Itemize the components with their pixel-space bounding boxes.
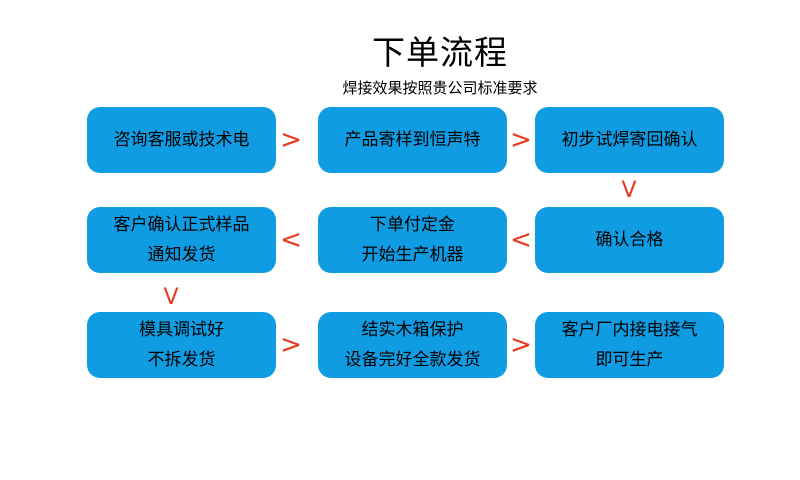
page-title: 下单流程 — [372, 33, 508, 72]
node-confirm-sample[interactable]: 客户确认正式样品 通知发货 — [87, 207, 276, 273]
arrow-left-icon-r2-2: < — [510, 225, 532, 255]
node-mold-ready-line-2: 不拆发货 — [147, 350, 216, 370]
node-consult-line-1: 咨询客服或技术电 — [113, 130, 250, 150]
arrow-down-icon-col3: V — [621, 178, 637, 203]
arrow-right-icon-r1-2: > — [510, 125, 532, 155]
node-qualified-line-1: 确认合格 — [595, 230, 664, 250]
arrow-right-icon-r3-2: > — [510, 330, 532, 360]
node-consult[interactable]: 咨询客服或技术电 — [87, 107, 276, 173]
arrow-right-icon-r1-1: > — [280, 125, 302, 155]
node-trial-weld[interactable]: 初步试焊寄回确认 — [535, 107, 724, 173]
node-wooden-case[interactable]: 结实木箱保护 设备完好全款发货 — [318, 312, 507, 378]
node-deposit-line-2: 开始生产机器 — [361, 245, 464, 265]
node-send-sample[interactable]: 产品寄样到恒声特 — [318, 107, 507, 173]
node-onsite-setup-line-1: 客户厂内接电接气 — [561, 320, 698, 340]
node-wooden-case-line-2: 设备完好全款发货 — [344, 350, 481, 370]
arrow-left-icon-r2-1: < — [280, 225, 302, 255]
node-send-sample-line-1: 产品寄样到恒声特 — [344, 130, 481, 150]
arrow-right-icon-r3-1: > — [280, 330, 302, 360]
node-qualified[interactable]: 确认合格 — [535, 207, 724, 273]
page-subtitle: 焊接效果按照贵公司标准要求 — [342, 79, 538, 97]
node-deposit[interactable]: 下单付定金 开始生产机器 — [318, 207, 507, 273]
node-deposit-line-1: 下单付定金 — [370, 215, 455, 235]
node-wooden-case-line-1: 结实木箱保护 — [361, 320, 464, 340]
node-confirm-sample-line-1: 客户确认正式样品 — [113, 215, 250, 235]
node-mold-ready-line-1: 模具调试好 — [139, 320, 224, 340]
node-onsite-setup-line-2: 即可生产 — [595, 350, 664, 370]
arrow-down-icon-col1: V — [163, 285, 179, 310]
node-confirm-sample-line-2: 通知发货 — [147, 245, 216, 265]
node-trial-weld-line-1: 初步试焊寄回确认 — [561, 130, 698, 150]
node-mold-ready[interactable]: 模具调试好 不拆发货 — [87, 312, 276, 378]
node-onsite-setup[interactable]: 客户厂内接电接气 即可生产 — [535, 312, 724, 378]
